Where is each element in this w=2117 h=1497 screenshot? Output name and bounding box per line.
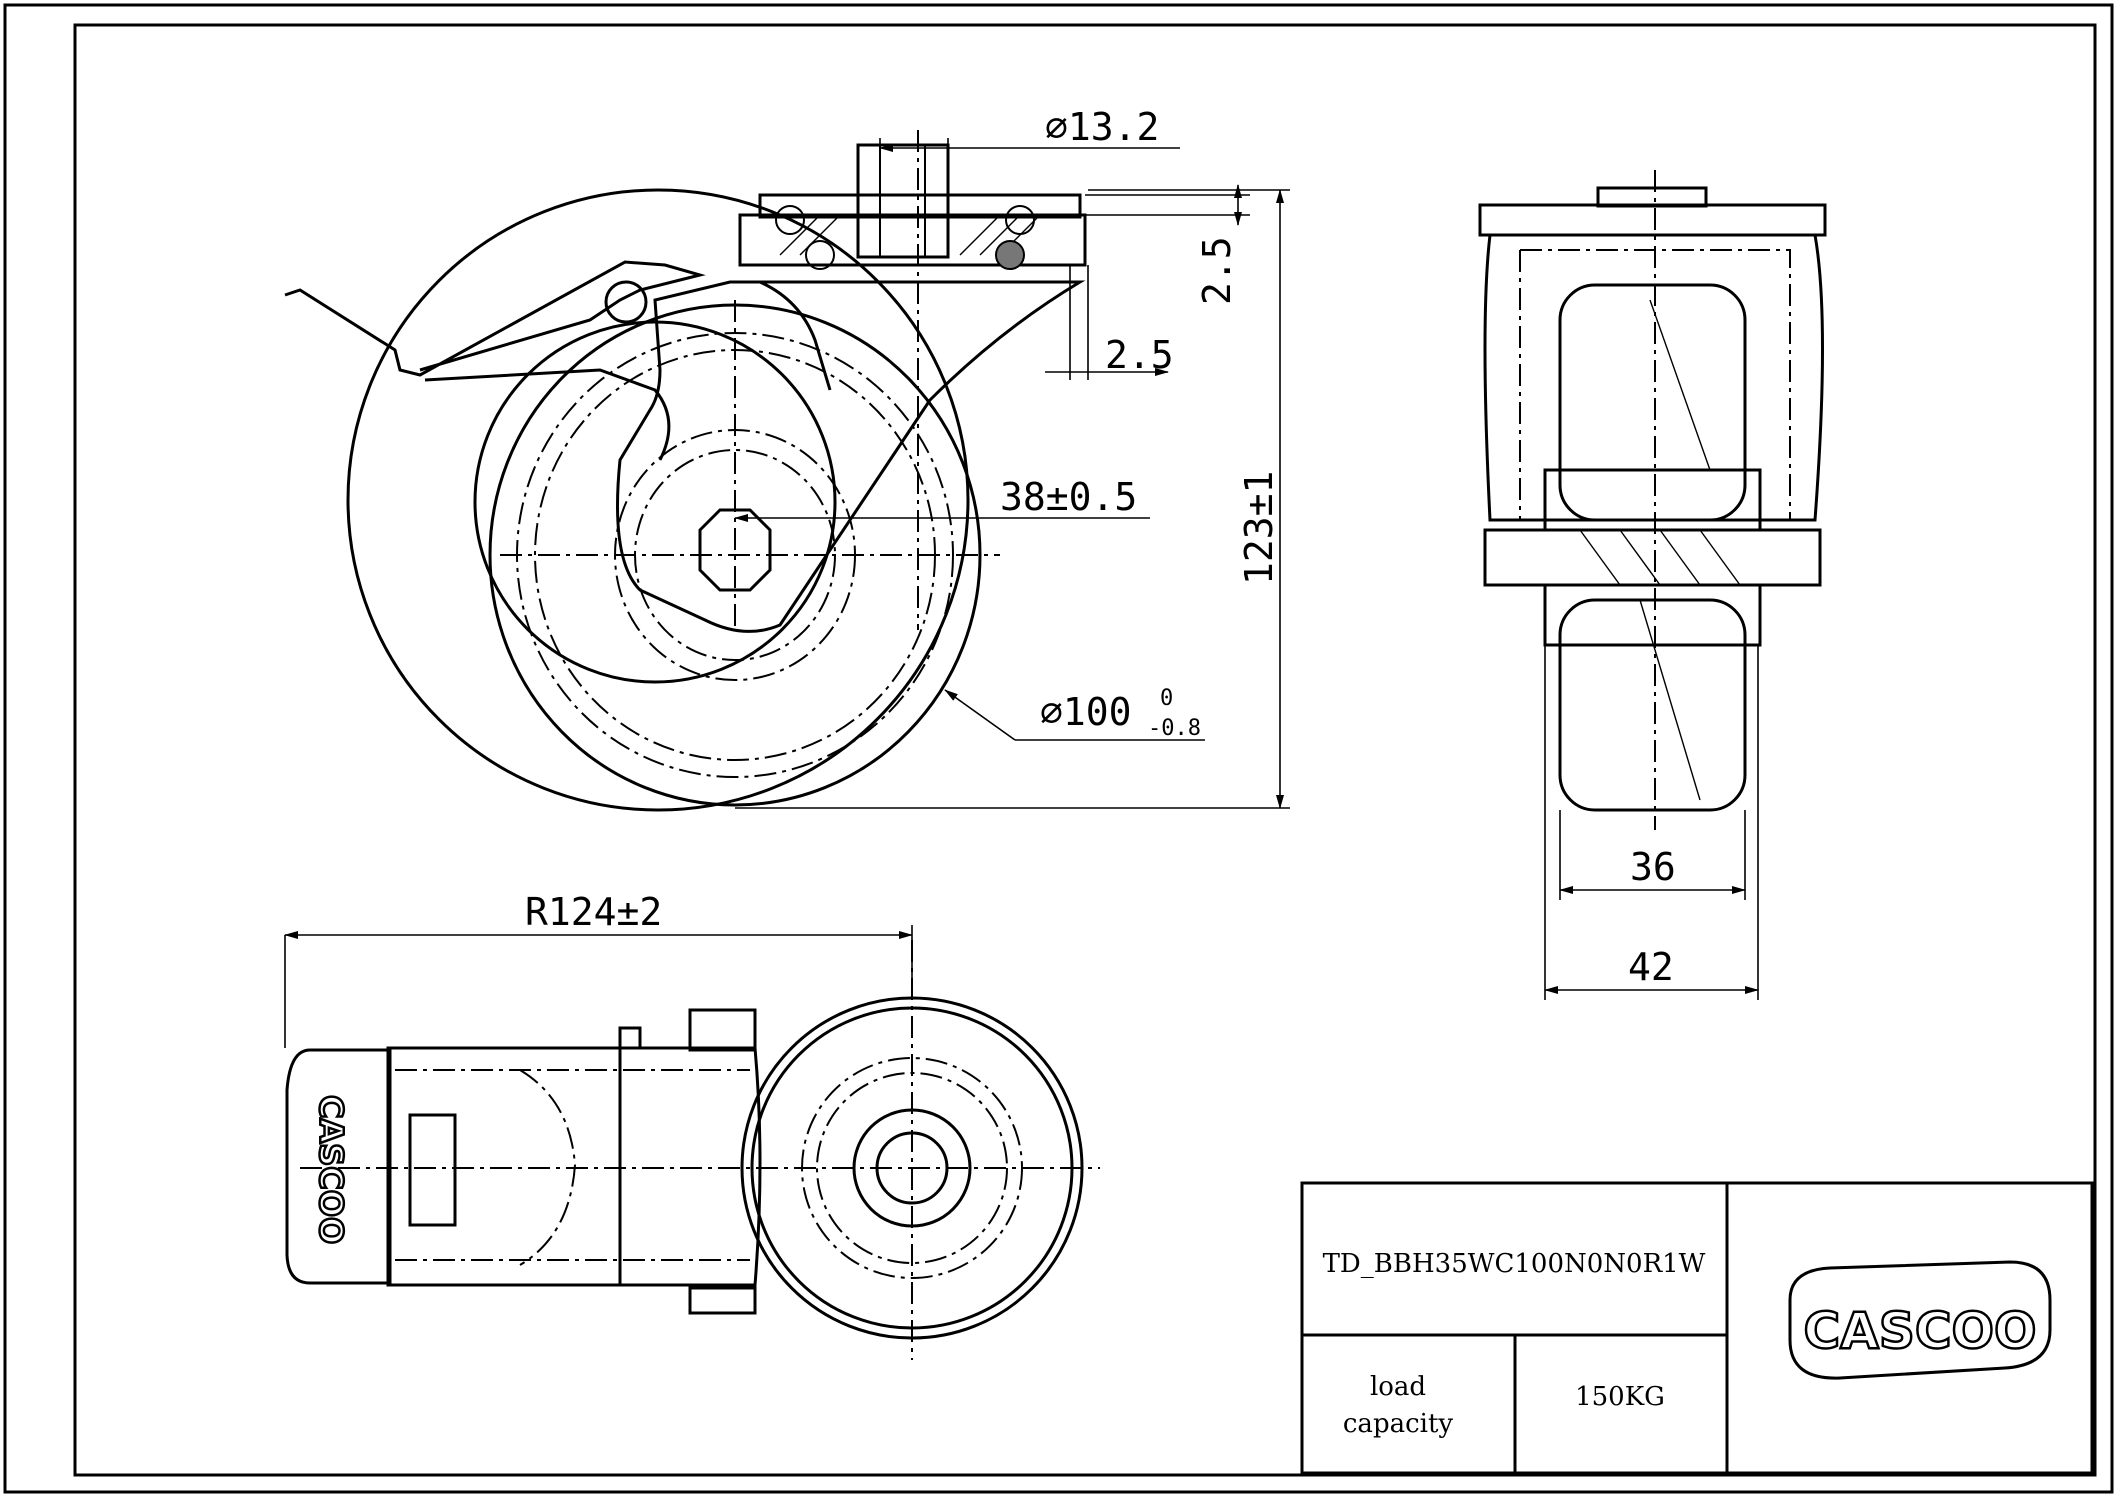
company-logo: CASCOO <box>1788 1260 2052 1380</box>
dim-bore: ⌀13.2 <box>879 105 1180 200</box>
bearing-ball <box>775 205 805 235</box>
dim-wheel-tol-lower: -0.8 <box>1148 716 1201 741</box>
dim-total-height-label: 123±1 <box>1237 471 1281 585</box>
axle-nut <box>698 508 772 592</box>
title-block: TD_BBH35WC100N0N0R1W load capacity 150KG… <box>1300 1181 2094 1475</box>
dim-plate-thickness-label: 2.5 <box>1195 236 1239 305</box>
side-wheel-tread <box>473 320 837 684</box>
dim-swivel-radius-label: R124±2 <box>525 890 662 934</box>
dim-swivel-offset: 38±0.5 <box>734 475 1150 522</box>
load-label-line1: load <box>1370 1372 1426 1402</box>
dim-hub-width: 42 <box>1544 645 1759 1000</box>
dim-swivel-offset-label: 38±0.5 <box>1000 475 1137 519</box>
pedal-logo: CASCOO <box>312 1095 350 1244</box>
fork-bracket <box>616 280 1086 633</box>
dim-plate-offset-label: 2.5 <box>1105 333 1174 377</box>
top-view: CASCOO <box>285 940 1100 1360</box>
dim-tread-width: 36 <box>1559 810 1746 900</box>
front-hatch <box>1579 299 1741 801</box>
dim-hub-width-label: 42 <box>1628 945 1674 989</box>
inner-border <box>73 23 2097 1477</box>
side-wheel-outer <box>346 188 970 812</box>
brake-lever <box>284 260 706 377</box>
front-view <box>1478 170 1827 830</box>
front-axle <box>1483 528 1822 587</box>
kingpin-bore <box>856 143 950 259</box>
outer-border <box>3 3 2114 1494</box>
brake-pivot <box>604 280 648 324</box>
top-plate <box>738 213 1087 267</box>
dim-wheel-tol-upper: 0 <box>1160 686 1173 711</box>
top-brake-pedal <box>285 1048 392 1285</box>
load-value: 150KG <box>1575 1382 1665 1412</box>
front-wheel-upper <box>1558 283 1747 522</box>
front-hub-lower <box>1543 583 1762 647</box>
part-number: TD_BBH35WC100N0N0R1W <box>1323 1249 1706 1279</box>
dim-plate-thickness: 2.5 <box>1085 184 1250 305</box>
dim-wheel-diameter-label: ⌀100 <box>1040 690 1132 734</box>
dim-tread-width-label: 36 <box>1630 845 1676 889</box>
front-fork <box>1483 233 1824 522</box>
dim-swivel-radius: R124±2 <box>284 890 913 1048</box>
side-view <box>284 130 1087 812</box>
dim-wheel-diameter: ⌀100 0 -0.8 <box>944 686 1205 741</box>
dim-plate-offset: 2.5 <box>1045 265 1174 380</box>
top-body <box>386 1046 762 1287</box>
front-wheel-lower <box>1558 598 1747 812</box>
company-logo-text: CASCOO <box>1803 1302 2036 1360</box>
dim-total-height: 123±1 <box>735 189 1290 809</box>
front-top-plate <box>1478 203 1827 237</box>
dim-bore-label: ⌀13.2 <box>1045 105 1159 149</box>
load-label-line2: capacity <box>1343 1409 1454 1439</box>
